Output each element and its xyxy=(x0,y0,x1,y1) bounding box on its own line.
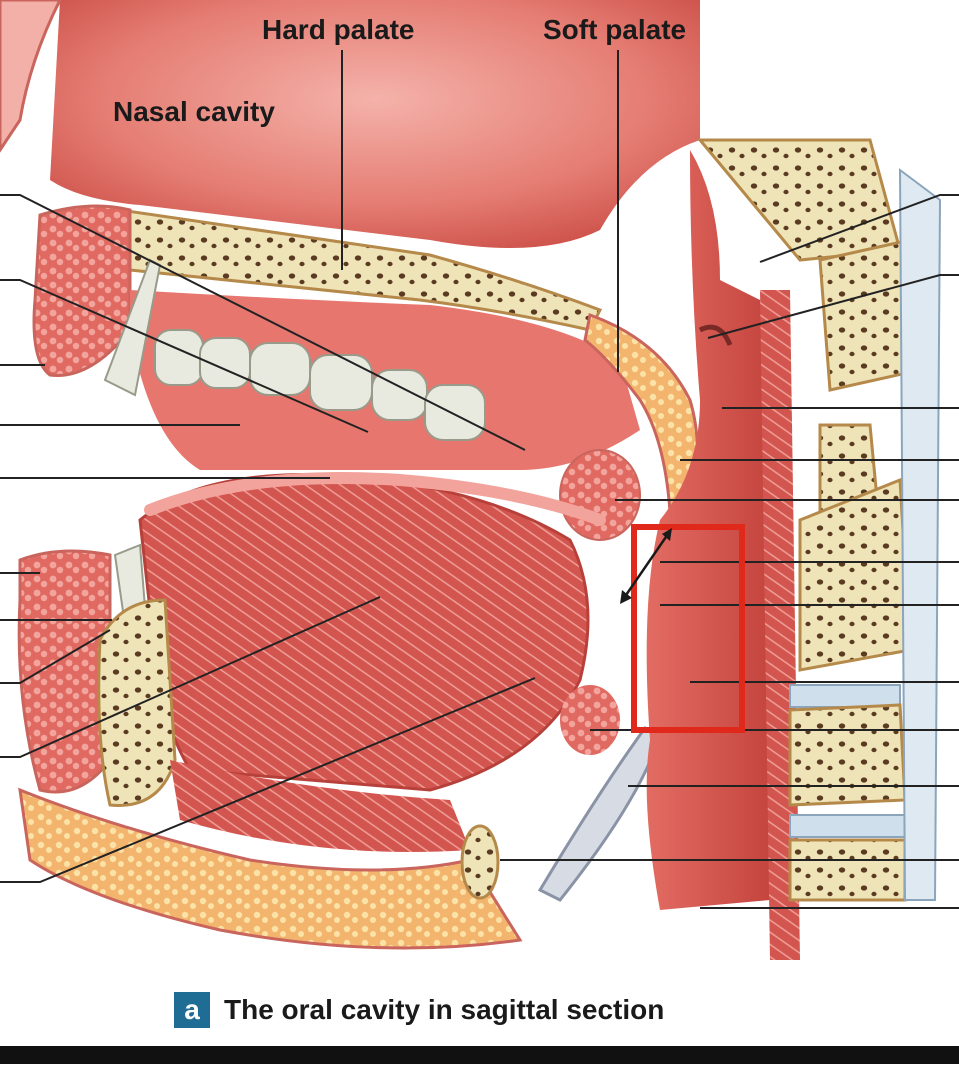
leader-lines-left xyxy=(0,194,536,883)
highlight-box xyxy=(631,524,745,733)
nose-outline xyxy=(0,0,62,153)
label-nasal-cavity: Nasal cavity xyxy=(113,96,275,127)
geniohyoid-muscle xyxy=(170,760,470,852)
hyoid-bone xyxy=(460,824,500,900)
mandible xyxy=(97,598,177,807)
tongue xyxy=(138,473,590,792)
nasal-cavity-region xyxy=(50,0,700,248)
lower-lip xyxy=(17,549,112,794)
caption-text: The oral cavity in sagittal section xyxy=(224,994,665,1025)
label-soft-palate: Soft palate xyxy=(543,14,687,45)
figure-caption: a The oral cavity in sagittal section xyxy=(174,990,664,1030)
spinal-ligaments xyxy=(898,167,942,901)
tongue-surface xyxy=(144,472,606,526)
caption-badge: a xyxy=(174,992,210,1028)
bottom-bar xyxy=(0,1046,959,1064)
double-headed-arrow-icon xyxy=(620,528,672,604)
upper-lip xyxy=(32,204,132,377)
lingual-tonsil xyxy=(560,685,620,755)
epiglottis xyxy=(537,726,662,902)
leader-lines-top xyxy=(341,50,619,372)
floor-of-mouth xyxy=(18,787,523,950)
label-hard-palate: Hard palate xyxy=(262,14,415,45)
palatine-tonsil xyxy=(559,449,641,541)
pharyngeal-tonsil-opening xyxy=(698,324,733,347)
